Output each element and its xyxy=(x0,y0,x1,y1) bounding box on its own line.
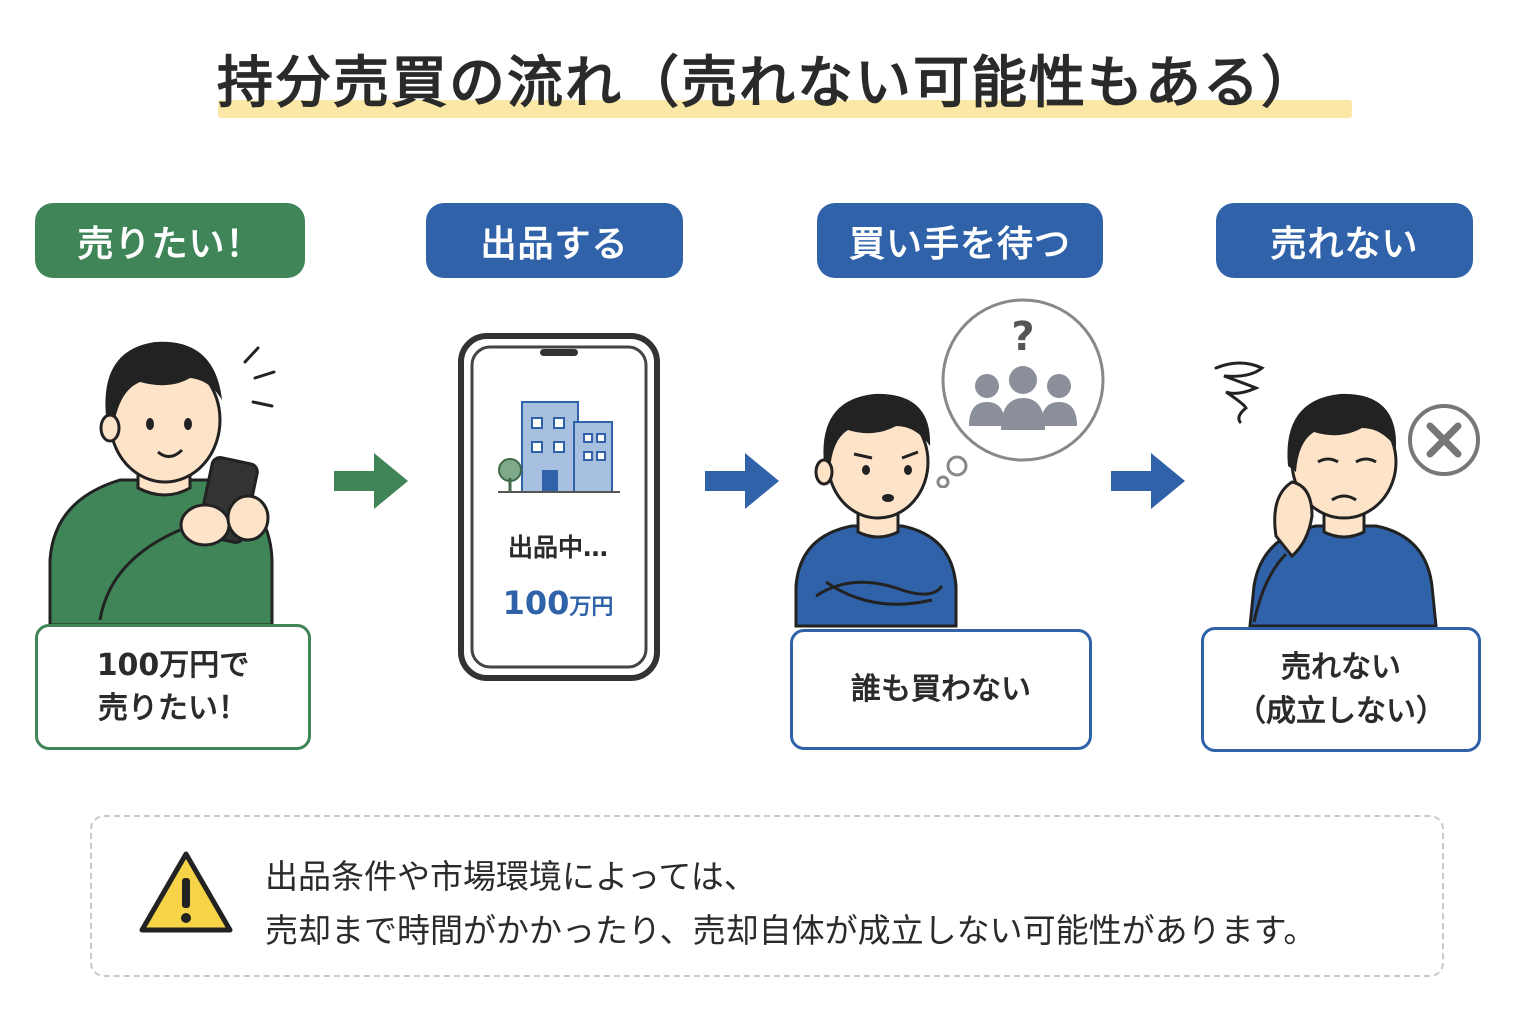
smartphone-icon xyxy=(458,333,660,681)
caption-line: 売りたい！ xyxy=(98,691,248,726)
page-title: 持分売買の流れ（売れない可能性もある） xyxy=(217,51,1319,116)
caption-line: 誰も買わない xyxy=(851,671,1031,707)
dejected-person-figure xyxy=(1248,393,1438,628)
person-with-phone-figure xyxy=(48,341,276,627)
worried-person-figure xyxy=(794,393,958,628)
warning-icon xyxy=(139,851,233,933)
caption-line: 100万円で xyxy=(96,647,250,683)
dizzy-swirl-icon xyxy=(1214,361,1265,424)
phone-status-text: 出品中… xyxy=(507,533,608,562)
step-label-list: 出品する xyxy=(426,203,683,278)
step-label-want-to-sell: 売りたい！ xyxy=(35,203,305,278)
question-mark-icon: ? xyxy=(1011,314,1035,360)
thought-bubble-icon xyxy=(936,298,1105,488)
caption-nobody-buys: 誰も買わない xyxy=(790,629,1092,750)
caption-line: （成立しない） xyxy=(1236,693,1446,729)
close-circle-icon xyxy=(1408,404,1480,476)
phone-price-text: 100万円 xyxy=(470,584,646,622)
note-line: 出品条件や市場環境によっては、 xyxy=(265,857,757,896)
arrow-right-icon xyxy=(705,453,779,509)
building-icon xyxy=(498,401,620,493)
caption-not-sold: 売れない （成立しない） xyxy=(1201,627,1481,752)
price-unit: 万円 xyxy=(569,595,614,620)
arrow-right-icon xyxy=(1111,453,1185,509)
caption-want-to-sell: 100万円で 売りたい！ xyxy=(35,624,311,750)
title-underline xyxy=(218,100,1352,118)
caption-line: 売れない xyxy=(1281,650,1401,685)
step-label-wait-buyer: 買い手を待つ xyxy=(817,203,1103,278)
step-label-not-sold: 売れない xyxy=(1216,203,1473,278)
note-line: 売却まで時間がかかったり、売却自体が成立しない可能性があります。 xyxy=(265,911,1317,950)
price-number: 100 xyxy=(502,584,570,622)
arrow-right-icon xyxy=(334,453,408,509)
warning-note-box xyxy=(90,815,1444,977)
